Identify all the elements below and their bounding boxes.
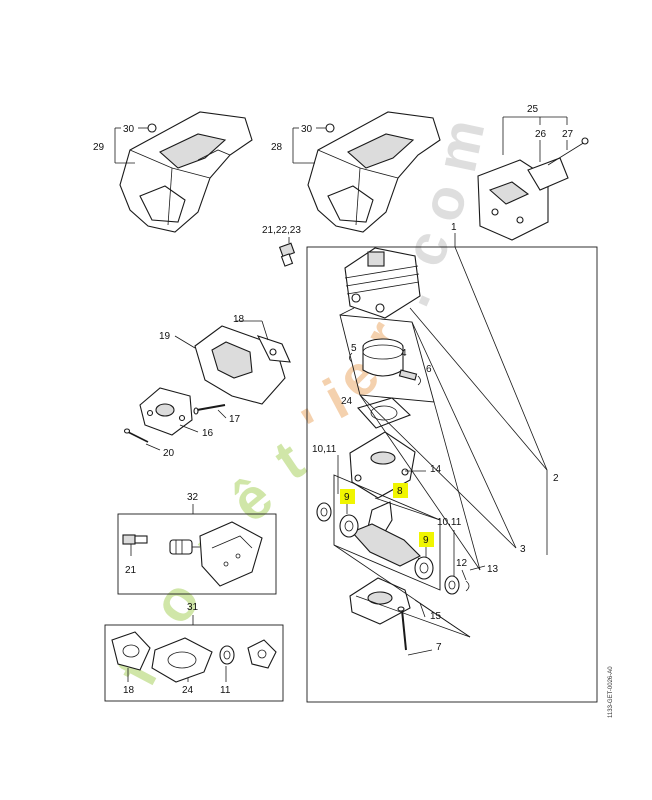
callout-10-11b: 10,11 — [437, 517, 462, 528]
callout-19: 19 — [159, 331, 171, 342]
main-frame — [306, 246, 598, 703]
kit-32-box — [117, 513, 277, 595]
callout-30a: 30 — [123, 124, 135, 135]
callout-18a: 18 — [233, 314, 245, 325]
intake-flange — [139, 387, 193, 436]
callout-3: 3 — [520, 544, 526, 555]
callout-32: 32 — [187, 492, 199, 503]
bearing-right — [414, 556, 434, 580]
callout-26: 26 — [535, 129, 547, 140]
callout-1: 1 — [451, 222, 457, 233]
callout-24a: 24 — [341, 396, 353, 407]
screw-17 — [193, 404, 226, 415]
callout-17: 17 — [229, 414, 241, 425]
screw-20 — [123, 428, 149, 443]
kit-31-box — [104, 624, 284, 702]
callout-6: 6 — [426, 364, 432, 375]
crankshaft — [339, 501, 433, 567]
callout-30b: 30 — [301, 124, 313, 135]
callout-16: 16 — [202, 428, 214, 439]
kit-31-gasket-small — [247, 639, 277, 669]
highlight-9b — [419, 532, 434, 547]
callout-11: 11 — [220, 685, 231, 696]
svg-text:o: o — [139, 569, 213, 635]
callout-27: 27 — [562, 129, 574, 140]
crankcase-lower — [349, 577, 411, 625]
callout-13: 13 — [487, 564, 499, 575]
callout-12: 12 — [456, 558, 468, 569]
callout-24b: 24 — [182, 685, 194, 696]
callout-4: 4 — [401, 348, 407, 359]
shroud-left — [119, 111, 253, 233]
highlight-9a — [340, 489, 355, 504]
kit-32-fuel-filter — [169, 539, 200, 555]
kit-31-gasket-18 — [111, 631, 151, 671]
callout-21-22-23: 21,22,23 — [262, 225, 301, 236]
callout-2: 2 — [553, 473, 559, 484]
kit-31-gasket-24 — [151, 637, 213, 683]
muffler — [477, 137, 589, 241]
seal-right — [444, 575, 470, 595]
callout-18b: 18 — [123, 685, 135, 696]
bearing-left — [339, 514, 359, 538]
callout-25: 25 — [527, 104, 539, 115]
callout-7: 7 — [436, 642, 442, 653]
callout-21b: 21 — [125, 565, 137, 576]
kit-32-spark-plug — [122, 534, 148, 556]
side-reference-code: 1133-GET-0026-A0 — [608, 666, 614, 718]
svg-text:o: o — [408, 177, 480, 229]
callout-31: 31 — [187, 602, 199, 613]
shroud-middle — [307, 111, 441, 233]
kit-31-seal — [219, 645, 235, 665]
piston — [349, 338, 421, 386]
callout-20: 20 — [163, 448, 175, 459]
seal-left — [316, 502, 332, 522]
spark-plug — [278, 237, 296, 267]
callout-15: 15 — [430, 611, 442, 622]
highlight-8 — [393, 483, 408, 498]
callout-8: 8 — [397, 486, 403, 497]
cylinder — [344, 247, 421, 319]
callout-9b: 9 — [423, 535, 429, 546]
screw — [397, 606, 407, 651]
heat-shield — [194, 325, 291, 405]
callout-29: 29 — [93, 142, 105, 153]
kit-32-air-filter — [199, 521, 263, 587]
callout-28: 28 — [271, 142, 283, 153]
callout-10-11a: 10,11 — [312, 444, 337, 455]
callout-5: 5 — [351, 343, 357, 354]
callout-9a: 9 — [344, 492, 350, 503]
